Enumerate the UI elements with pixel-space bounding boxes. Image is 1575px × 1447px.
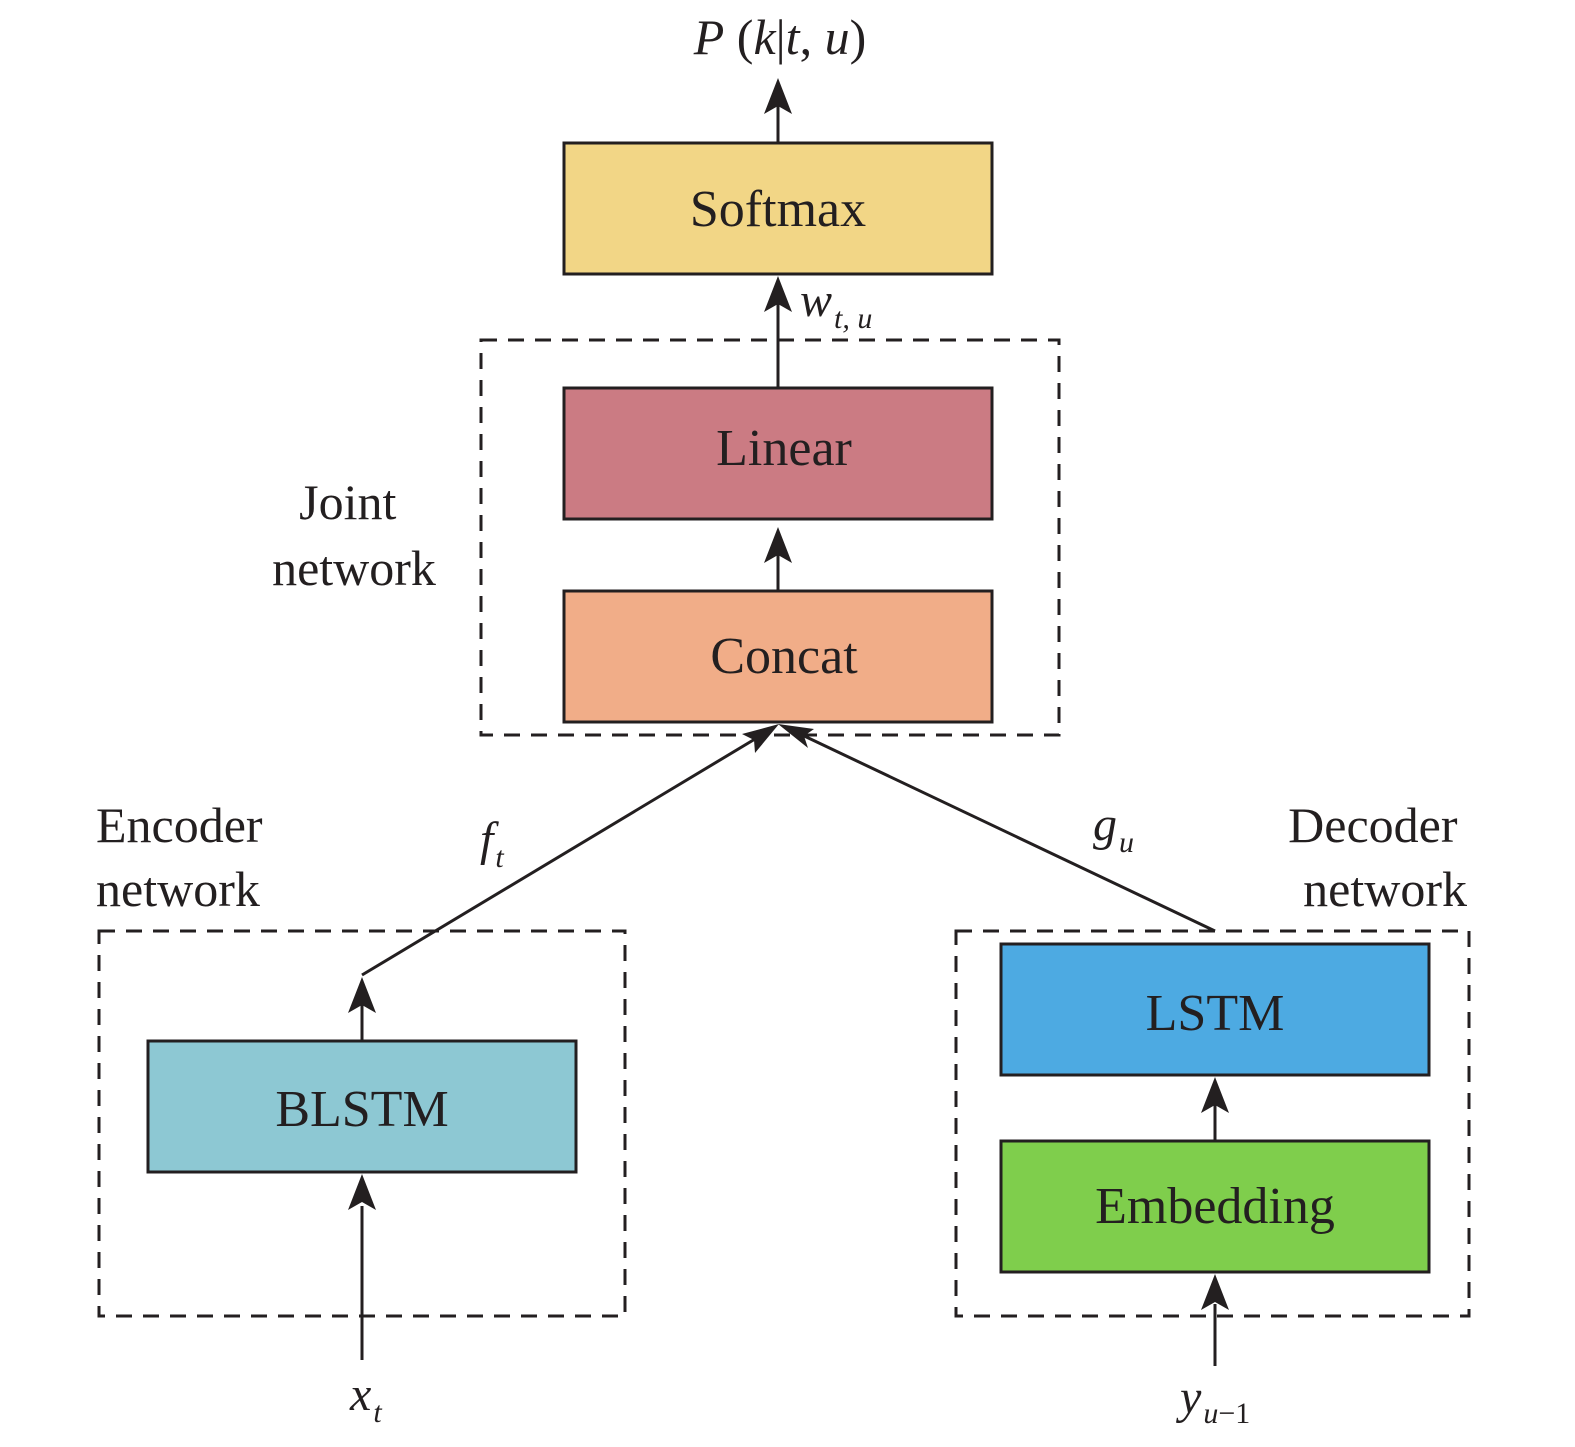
g-subscript: u [1119,826,1134,859]
x-base: x [349,1368,371,1421]
output-p: P [693,9,725,65]
joint-network-label: Joint network [272,474,436,596]
y-base: y [1175,1371,1202,1424]
w-subscript: t, u [834,302,872,335]
softmax-block: Softmax [562,141,994,276]
arrow-decoder-to-concat [778,724,1216,933]
arrow-input-y-to-embedding [1201,1274,1229,1366]
lstm-label: LSTM [1146,985,1285,1042]
softmax-label: Softmax [690,181,866,238]
w-base: w [800,274,832,327]
lstm-box [999,942,1431,1077]
decoder-network-group [954,929,1471,1318]
arrow-input-x-to-blstm [348,1174,376,1360]
encoder-network-label: Encoder network [96,797,275,917]
arrow-linear-to-softmax [764,276,792,388]
softmax-box [562,141,994,276]
embedding-block: Embedding [999,1139,1431,1274]
output-close: ) [850,9,867,65]
f-subscript: t [495,841,504,874]
output-u: u [825,9,850,65]
y-subscript-rest: −1 [1218,1397,1250,1430]
output-comma: , [800,9,825,65]
concat-block: Concat [562,589,994,724]
y-subscript-var: u [1203,1397,1218,1430]
encoder-network-line1: Encoder [96,797,263,853]
output-probability-label: P (k|t, u) [693,9,866,65]
output-open: ( [724,9,753,65]
decoder-network-line2: network [1303,861,1467,917]
x-t-input-label: xt [349,1368,382,1429]
linear-block: Linear [562,386,994,521]
joint-network-line2: network [272,540,436,596]
output-bar: | [776,9,786,65]
decoder-network-label: Decoder network [1288,797,1470,917]
blstm-label: BLSTM [275,1081,448,1138]
concat-box [562,589,994,724]
decoder-network-line1: Decoder [1288,797,1458,853]
encoder-network-line2: network [96,861,260,917]
arrow-softmax-to-output [764,78,792,143]
linear-label: Linear [716,420,852,477]
blstm-block: BLSTM [146,1039,578,1174]
linear-box [562,386,994,521]
output-k: k [753,9,776,65]
blstm-box [146,1039,578,1174]
joint-network-line1: Joint [299,474,396,530]
w-tu-label: wt, u [800,274,872,335]
g-base: g [1093,798,1117,851]
arrow-concat-to-linear [764,527,792,591]
x-subscript: t [373,1396,382,1429]
lstm-block: LSTM [999,942,1431,1077]
g-u-label: gu [1093,798,1134,859]
arrow-embedding-to-lstm [1201,1077,1229,1141]
y-u-minus-1-input-label: yu−1 [1175,1371,1250,1430]
embedding-box [999,1139,1431,1274]
arrow-encoder-to-concat [348,724,779,1041]
concat-label: Concat [710,628,858,685]
embedding-label: Embedding [1095,1178,1335,1235]
output-t: t [786,9,801,65]
f-t-label: ft [480,813,504,874]
